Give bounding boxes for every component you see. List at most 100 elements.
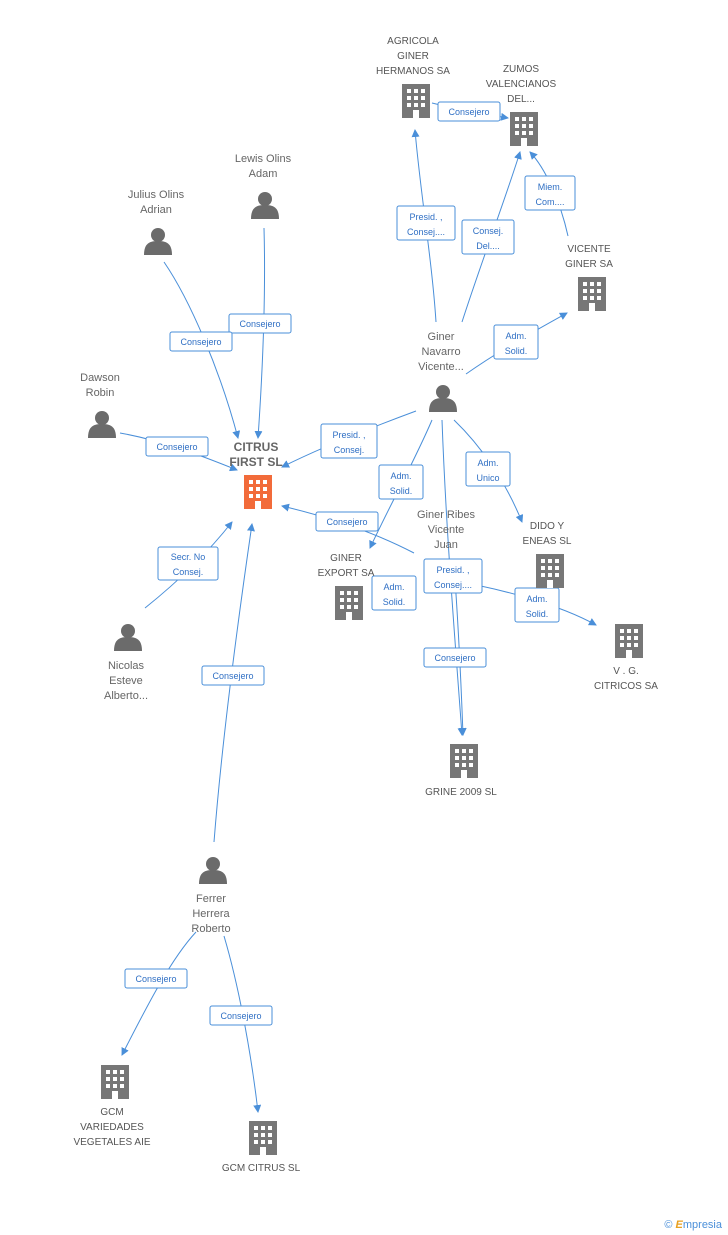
- company-node-vicenteginer[interactable]: VICENTE GINER SA: [565, 244, 613, 311]
- company-name: DIDO Y: [530, 521, 565, 532]
- edge-label-text: Del....: [476, 241, 500, 251]
- company-nodes: AGRICOLA GINER HERMANOS SA ZUMOS VALENCI…: [73, 36, 658, 1174]
- person-icon: [251, 192, 279, 219]
- person-node-ferrer[interactable]: Ferrer Herrera Roberto: [191, 857, 231, 935]
- building-icon: [249, 1121, 277, 1155]
- building-icon: [450, 744, 478, 778]
- company-name: ENEAS SL: [523, 536, 572, 547]
- edge-label-e12: Adm. Solid.: [493, 324, 539, 360]
- person-node-nicolas[interactable]: Nicolas Esteve Alberto...: [104, 624, 148, 702]
- person-node-lewis[interactable]: Lewis Olins Adam: [235, 153, 292, 219]
- edge-label-text: Consej....: [407, 227, 445, 237]
- edge-label-text: Presid. ,: [332, 430, 365, 440]
- edge-label-text: Consejero: [135, 974, 176, 984]
- edge-lewis-citrus: [254, 227, 266, 439]
- company-name: V . G.: [613, 666, 639, 677]
- company-node-agricola[interactable]: AGRICOLA GINER HERMANOS SA: [376, 36, 450, 118]
- edge-label-e4: Secr. No Consej.: [157, 546, 219, 581]
- edge-label-e20: Consejero: [209, 1005, 273, 1026]
- edge-label-text: Consejero: [239, 319, 280, 329]
- person-name: Lewis Olins: [235, 153, 292, 165]
- company-name: EXPORT SA: [318, 568, 375, 579]
- company-name: GCM: [100, 1107, 123, 1118]
- edge-label-e5: Consejero: [201, 665, 265, 686]
- person-name: Nicolas: [108, 660, 145, 672]
- edge-label-text: Consejero: [180, 337, 221, 347]
- copyright-symbol: ©: [664, 1219, 673, 1231]
- edge-label-text: Consej.: [173, 567, 204, 577]
- company-name: HERMANOS SA: [376, 66, 450, 77]
- edge-label-text: Adm.: [390, 471, 411, 481]
- person-name: Roberto: [191, 923, 230, 935]
- building-icon: [101, 1065, 129, 1099]
- edge-labels: Consejero Consejero Consejero Secr. No C…: [124, 101, 576, 1026]
- person-name: Ferrer: [196, 893, 226, 905]
- brand-logo-text: mpresia: [682, 1219, 722, 1231]
- building-icon: [335, 586, 363, 620]
- company-node-vg[interactable]: V . G. CITRICOS SA: [594, 624, 658, 692]
- edge-label-text: Consejero: [220, 1011, 261, 1021]
- person-name: Robin: [86, 387, 115, 399]
- footer-brand: © Empresia: [664, 1219, 722, 1231]
- edge-label-text: Presid. ,: [409, 212, 442, 222]
- building-icon: [615, 624, 643, 658]
- company-node-zumos[interactable]: ZUMOS VALENCIANOS DEL...: [486, 64, 557, 146]
- person-node-julius[interactable]: Julius Olins Adrian: [128, 189, 185, 255]
- company-node-gcmveg[interactable]: GCM VARIEDADES VEGETALES AIE: [73, 1065, 151, 1148]
- company-node-ginerexport[interactable]: GINER EXPORT SA: [318, 553, 375, 620]
- edge-label-e18: Consejero: [423, 647, 487, 668]
- person-node-dawson[interactable]: Dawson Robin: [80, 372, 120, 438]
- person-name: Esteve: [109, 675, 143, 687]
- building-icon: [510, 112, 538, 146]
- company-name: VALENCIANOS: [486, 79, 557, 90]
- person-name: Adrian: [140, 204, 172, 216]
- edge-label-text: Adm.: [383, 582, 404, 592]
- building-icon: [536, 554, 564, 588]
- edge-label-text: Consejero: [434, 653, 475, 663]
- edge-label-e17: Adm. Solid.: [514, 587, 560, 623]
- person-name: Giner Ribes: [417, 509, 476, 521]
- person-node-ginerribes[interactable]: Giner Ribes Vicente Juan: [417, 509, 476, 551]
- person-name: Vicente: [428, 524, 465, 536]
- edge-label-text: Consej....: [434, 580, 472, 590]
- company-node-grine[interactable]: GRINE 2009 SL: [425, 744, 497, 798]
- edge-label-text: Consejero: [448, 107, 489, 117]
- edge-label-e1: Consejero: [228, 313, 292, 334]
- person-icon: [144, 228, 172, 255]
- edge-label-e13: Adm. Solid.: [378, 464, 424, 500]
- focus-company-name: CITRUS: [234, 440, 279, 454]
- edge-label-text: Solid.: [505, 346, 528, 356]
- edge-ferrer-gcmveg: [121, 931, 197, 1056]
- edge-label-e19: Consejero: [124, 968, 188, 989]
- edge-label-text: Consej.: [473, 226, 504, 236]
- company-node-dido[interactable]: DIDO Y ENEAS SL: [523, 521, 572, 588]
- person-name: Vicente...: [418, 361, 464, 373]
- building-icon: [578, 277, 606, 311]
- person-icon: [199, 857, 227, 884]
- person-name: Juan: [434, 539, 458, 551]
- edge-label-text: Consejero: [156, 442, 197, 452]
- company-name: GINER: [330, 553, 362, 564]
- person-name: Dawson: [80, 372, 120, 384]
- company-node-gcmcitrus[interactable]: GCM CITRUS SL: [222, 1121, 301, 1174]
- person-name: Adam: [249, 168, 278, 180]
- edge-label-text: Presid. ,: [436, 565, 469, 575]
- edge-label-e16: Presid. , Consej....: [423, 558, 483, 594]
- edge-label-e11: Miem. Com....: [524, 175, 576, 211]
- person-name: Herrera: [192, 908, 230, 920]
- edge-label-text: Adm.: [526, 594, 547, 604]
- company-name: ZUMOS: [503, 64, 539, 75]
- company-name: CITRICOS SA: [594, 681, 658, 692]
- edge-label-text: Adm.: [477, 458, 498, 468]
- person-name: Navarro: [421, 346, 460, 358]
- edge-label-text: Solid.: [526, 609, 549, 619]
- focus-company-node[interactable]: CITRUS FIRST SL: [229, 440, 283, 509]
- edge-label-text: Unico: [476, 473, 499, 483]
- person-name: Julius Olins: [128, 189, 185, 201]
- edge-label-e14: Adm. Unico: [465, 451, 511, 487]
- company-name: VARIEDADES: [80, 1122, 144, 1133]
- person-node-ginernav[interactable]: Giner Navarro Vicente...: [418, 331, 464, 412]
- person-nodes: Lewis Olins Adam Julius Olins Adrian Daw…: [80, 153, 475, 935]
- company-name: VEGETALES AIE: [73, 1137, 150, 1148]
